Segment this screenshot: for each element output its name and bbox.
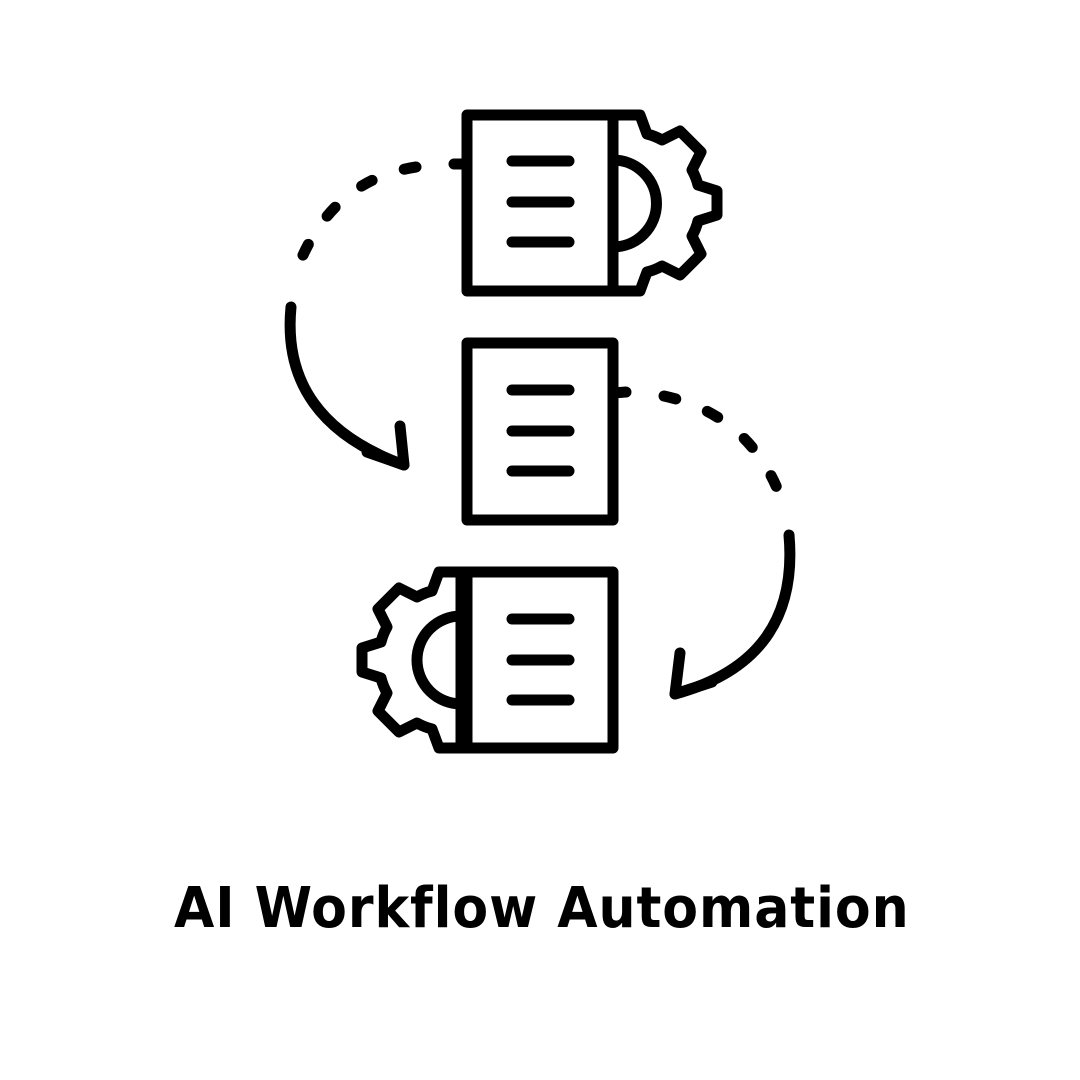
gear-hub	[607, 154, 662, 253]
curved-arrow-left-icon	[284, 161, 422, 471]
gear-hub	[411, 610, 467, 710]
connector-nub	[607, 386, 632, 399]
document-with-gear-left-icon	[356, 566, 619, 754]
document-frame	[461, 109, 619, 297]
document-frame	[461, 566, 619, 754]
solid-arc	[669, 529, 796, 700]
gear-icon	[607, 109, 723, 297]
dashed-arc	[290, 161, 422, 278]
solid-arc	[284, 301, 410, 471]
dashed-arc	[658, 390, 787, 504]
gear-icon	[356, 566, 473, 754]
page-title: AI Workflow Automation	[174, 876, 910, 941]
document-with-gear-right-icon	[448, 109, 723, 297]
document-icon	[461, 337, 632, 526]
curved-arrow-right-icon	[658, 390, 796, 700]
arrowhead	[669, 647, 718, 700]
document-frame	[461, 337, 619, 526]
arrowhead	[361, 420, 410, 471]
